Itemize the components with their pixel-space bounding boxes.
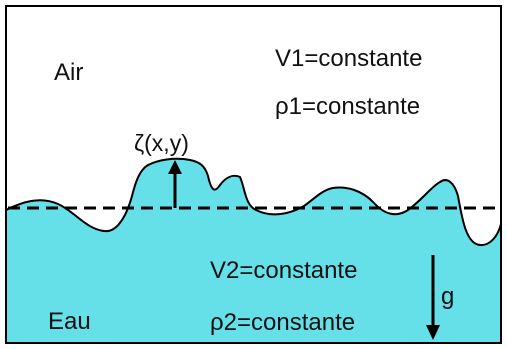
v1-label: V1=constante (275, 45, 422, 72)
water-label: Eau (48, 308, 91, 335)
air-label: Air (54, 59, 83, 86)
gravity-label: g (441, 283, 454, 310)
zeta-label: ζ(x,y) (134, 130, 189, 156)
rho2-label: ρ2=constante (210, 309, 355, 336)
v2-label: V2=constante (210, 257, 357, 284)
rho1-label: ρ1=constante (275, 93, 420, 120)
